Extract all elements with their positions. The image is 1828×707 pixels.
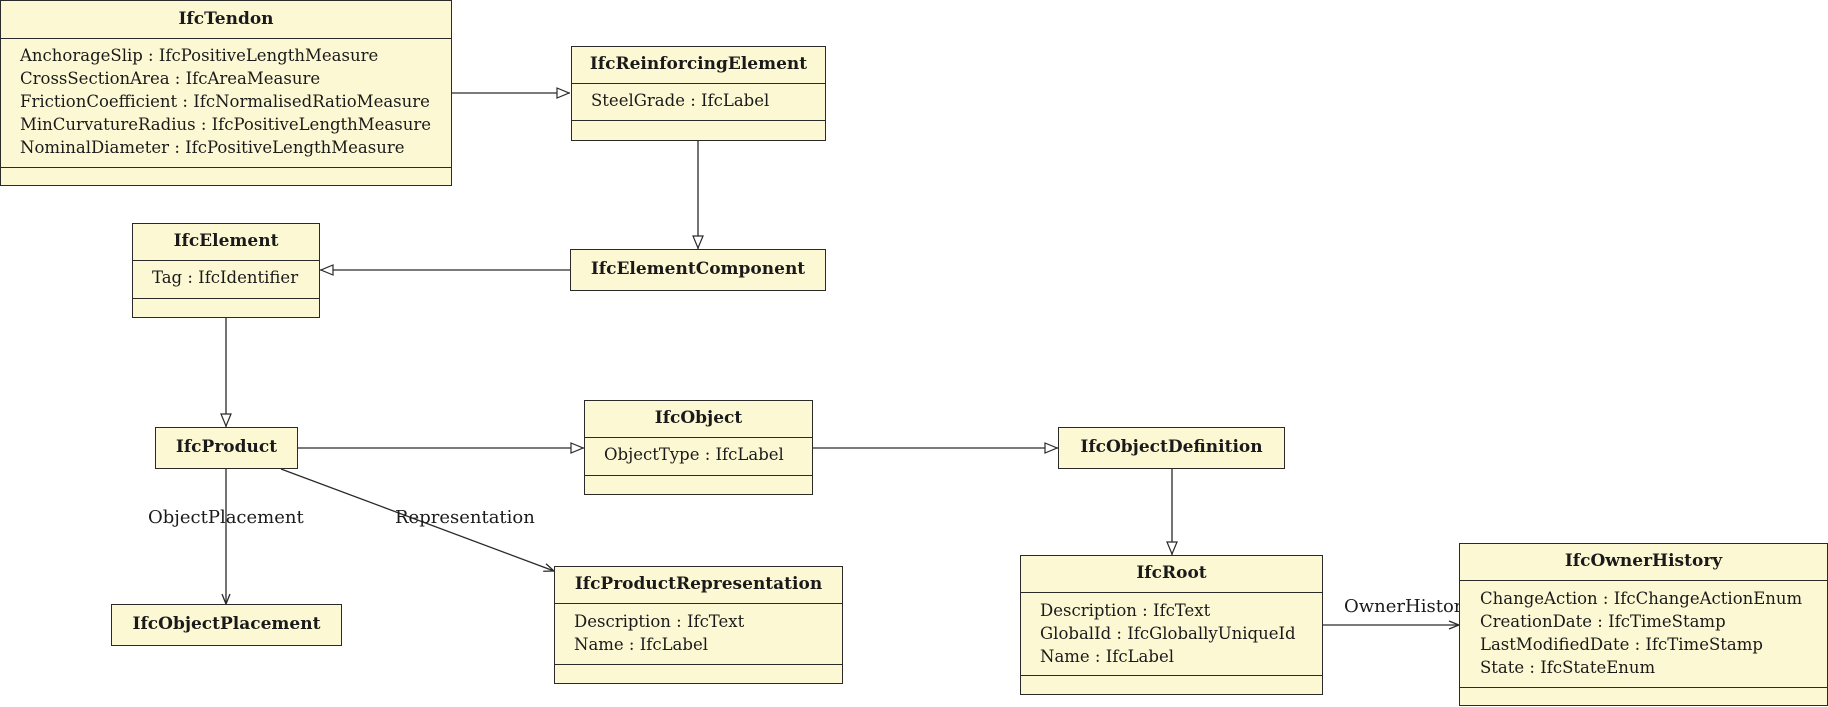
attribute: Name : IfcLabel (574, 635, 708, 654)
attribute: CreationDate : IfcTimeStamp (1480, 612, 1726, 631)
attribute: SteelGrade : IfcLabel (591, 91, 770, 110)
attribute: State : IfcStateEnum (1480, 658, 1656, 677)
divider (585, 437, 812, 438)
attribute: GlobalId : IfcGloballyUniqueId (1040, 624, 1296, 643)
attribute: ChangeAction : IfcChangeActionEnum (1480, 589, 1803, 608)
class-name: IfcOwnerHistory (1564, 551, 1723, 571)
attribute-list: Description : IfcText Name : IfcLabel (555, 610, 842, 656)
class-ifc-product-representation[interactable]: IfcProductRepresentation Description : I… (554, 566, 843, 684)
class-ifc-owner-history[interactable]: IfcOwnerHistory ChangeAction : IfcChange… (1459, 543, 1828, 706)
class-ifc-element-component[interactable]: IfcElementComponent (570, 249, 826, 291)
class-name: IfcTendon (178, 9, 274, 29)
attribute: Description : IfcText (574, 612, 745, 631)
class-name: IfcObjectPlacement (132, 614, 321, 634)
class-ifc-object-definition[interactable]: IfcObjectDefinition (1058, 427, 1285, 469)
class-name: IfcReinforcingElement (589, 54, 808, 74)
attribute: NominalDiameter : IfcPositiveLengthMeasu… (20, 138, 405, 157)
attribute: MinCurvatureRadius : IfcPositiveLengthMe… (20, 115, 432, 134)
class-name: IfcProduct (175, 437, 278, 457)
attribute: LastModifiedDate : IfcTimeStamp (1480, 635, 1763, 654)
divider (572, 120, 825, 121)
edge-product-to-product-representation (280, 468, 554, 571)
attribute: FrictionCoefficient : IfcNormalisedRatio… (20, 92, 430, 111)
divider (585, 475, 812, 476)
divider (1, 167, 451, 168)
divider (555, 603, 842, 604)
attribute: Description : IfcText (1040, 601, 1211, 620)
class-name: IfcElementComponent (590, 259, 806, 279)
class-ifc-root[interactable]: IfcRoot Description : IfcText GlobalId :… (1020, 555, 1323, 695)
edge-label-representation: Representation (395, 507, 535, 528)
attribute-list: SteelGrade : IfcLabel (572, 89, 825, 112)
divider (555, 664, 842, 665)
attribute: AnchorageSlip : IfcPositiveLengthMeasure (20, 46, 379, 65)
class-name: IfcObject (654, 408, 743, 428)
divider (1460, 580, 1827, 581)
divider (1021, 675, 1322, 676)
attribute: CrossSectionArea : IfcAreaMeasure (20, 69, 321, 88)
class-name: IfcElement (173, 231, 279, 251)
attribute-list: Description : IfcText GlobalId : IfcGlob… (1021, 599, 1322, 668)
class-name: IfcProductRepresentation (574, 574, 823, 594)
divider (133, 260, 319, 261)
class-ifc-object-placement[interactable]: IfcObjectPlacement (111, 604, 342, 646)
divider (1021, 592, 1322, 593)
class-name: IfcObjectDefinition (1080, 437, 1263, 457)
class-ifc-reinforcing-element[interactable]: IfcReinforcingElement SteelGrade : IfcLa… (571, 46, 826, 141)
attribute-list: Tag : IfcIdentifier (133, 266, 319, 289)
edge-label-owner-history: OwnerHistory (1344, 596, 1473, 617)
class-ifc-product[interactable]: IfcProduct (155, 427, 298, 469)
attribute: Name : IfcLabel (1040, 647, 1174, 666)
class-ifc-tendon[interactable]: IfcTendon AnchorageSlip : IfcPositiveLen… (0, 0, 452, 186)
edge-label-object-placement: ObjectPlacement (148, 507, 304, 528)
divider (1, 38, 451, 39)
class-ifc-element[interactable]: IfcElement Tag : IfcIdentifier (132, 223, 320, 318)
attribute: ObjectType : IfcLabel (604, 445, 784, 464)
divider (572, 83, 825, 84)
attribute: Tag : IfcIdentifier (152, 268, 299, 287)
divider (1460, 687, 1827, 688)
divider (133, 298, 319, 299)
attribute-list: ChangeAction : IfcChangeActionEnum Creat… (1460, 587, 1827, 679)
attribute-list: ObjectType : IfcLabel (585, 443, 812, 466)
class-ifc-object[interactable]: IfcObject ObjectType : IfcLabel (584, 400, 813, 495)
class-name: IfcRoot (1136, 563, 1207, 583)
attribute-list: AnchorageSlip : IfcPositiveLengthMeasure… (1, 44, 451, 159)
